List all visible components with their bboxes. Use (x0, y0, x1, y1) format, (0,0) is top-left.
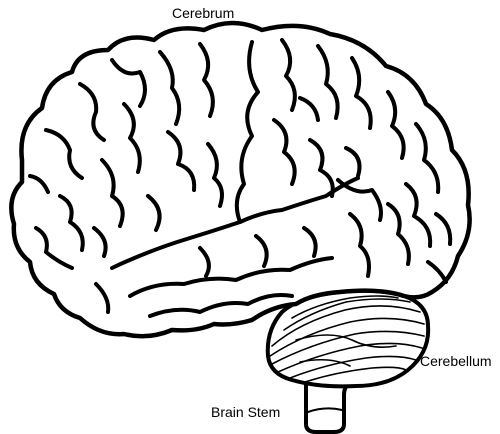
cerebrum-label: Cerebrum (172, 5, 235, 21)
brain-stem-label: Brain Stem (211, 404, 281, 420)
cerebrum (9, 20, 472, 339)
cerebellum-label: Cerebellum (420, 353, 492, 369)
